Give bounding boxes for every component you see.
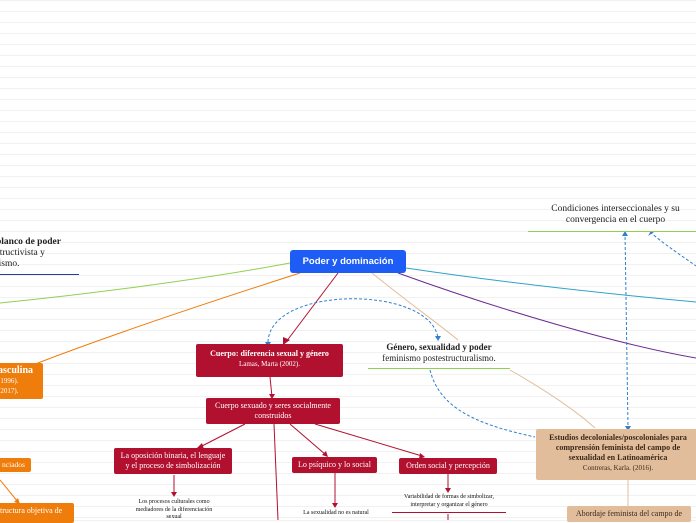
- link-sexuado-oposicion: [199, 423, 246, 448]
- condiciones-node[interactable]: Condiciones interseccionales y su conver…: [528, 204, 696, 232]
- estudios-node[interactable]: Estudios decoloniales/poscoloniales para…: [536, 429, 696, 480]
- link-central-teal: [405, 267, 696, 303]
- link-central-genero: [371, 272, 459, 341]
- link-central-cuerpo: [285, 272, 339, 343]
- cuerpo-node[interactable]: Cuerpo: diferencia sexual y género Lamas…: [196, 344, 343, 377]
- left-orange-node[interactable]: asculina (1996). (2017).: [0, 363, 43, 399]
- left-orange-line2: (2017).: [0, 387, 19, 395]
- cuerpo-author: Lamas, Marta (2002).: [238, 360, 301, 368]
- estudios-line1: Estudios decoloniales/poscoloniales para: [549, 433, 687, 442]
- left-small-orange-label: nciados: [2, 460, 25, 469]
- procesos-line1: Los procesos culturales como: [138, 499, 210, 505]
- genero-title: Género, sexualidad y poder: [386, 342, 492, 352]
- left-bottom-orange-node[interactable]: tructura objetiva de: [0, 503, 74, 523]
- variabilidad-line1: Variabilidad de formas de simbolizar,: [404, 494, 494, 500]
- link-cuerpo-sexuado: [269, 376, 273, 398]
- central-topic-node[interactable]: Poder y dominación: [290, 250, 406, 273]
- link-sexuado-orden: [314, 423, 423, 457]
- procesos-line3: sexual: [166, 514, 182, 520]
- oposicion-line1: La oposición binaria, el lenguaje: [120, 451, 226, 460]
- genero-node[interactable]: Género, sexualidad y poder feminismo pos…: [368, 342, 510, 369]
- left-top-line1: blanco de poder: [0, 237, 61, 247]
- psiquico-node[interactable]: Lo psíquico y lo social: [292, 457, 377, 473]
- procesos-line2: mediadores de la diferenciación: [135, 506, 213, 513]
- central-topic-label: Poder y dominación: [302, 256, 394, 267]
- left-bottom-orange-label: tructura objetiva de: [0, 506, 63, 515]
- procesos-node[interactable]: Los procesos culturales como mediadores …: [120, 499, 228, 522]
- oposicion-line2: y el proceso de simbolización: [125, 461, 221, 470]
- left-top-line3: lismo.: [0, 259, 20, 269]
- link-left-small-orange: [0, 479, 19, 503]
- oposicion-node[interactable]: La oposición binaria, el lenguaje y el p…: [114, 448, 232, 474]
- link-central-purple: [397, 272, 696, 359]
- left-top-node[interactable]: blanco de poder structivista y lismo.: [0, 237, 79, 275]
- link-dashed-cuerpo-genero: [267, 298, 439, 343]
- link-central-left-top: [0, 262, 291, 304]
- cuerpo-sexuado-node[interactable]: Cuerpo sexuado y seres socialmente const…: [206, 398, 340, 424]
- abordaje-label: Abordaje feminista del campo de: [575, 509, 683, 518]
- left-orange-line1: (1996).: [0, 377, 19, 385]
- variabilidad-line2: interpretar y organizar el género: [410, 501, 488, 508]
- cuerpo-sexuado-line1: Cuerpo sexuado y seres socialmente: [215, 401, 331, 410]
- orden-label: Orden social y percepción: [406, 461, 490, 470]
- condiciones-line2: convergencia en el cuerpo: [565, 215, 666, 225]
- estudios-line2: comprensión feminista del campo de: [555, 443, 681, 452]
- sexualidad-line1: La sexualidad no es natural: [303, 510, 369, 516]
- abordaje-node[interactable]: Abordaje feminista del campo de: [567, 506, 691, 522]
- genero-subtitle: feminismo postestructuralismo.: [382, 353, 496, 363]
- link-dashed-condiciones-right: [649, 231, 696, 267]
- sexualidad-node[interactable]: La sexualidad no es natural: [290, 510, 382, 518]
- link-sexuado-psiquico: [289, 423, 327, 456]
- link-sexuado-down: [273, 423, 279, 520]
- left-orange-title: asculina: [0, 365, 34, 376]
- link-dashed-genero-estudios: [429, 369, 536, 438]
- link-dashed-condiciones-estudios: [624, 231, 629, 429]
- estudios-author: Contreras, Karla. (2016).: [582, 464, 654, 472]
- orden-node[interactable]: Orden social y percepción: [399, 458, 497, 474]
- cuerpo-sexuado-line2: construidos: [254, 411, 292, 420]
- psiquico-label: Lo psíquico y lo social: [298, 460, 371, 469]
- link-genero-estudios: [509, 369, 596, 429]
- estudios-line3: sexualidad en Latinoamérica: [568, 453, 668, 462]
- variabilidad-node[interactable]: Variabilidad de formas de simbolizar, in…: [392, 494, 506, 513]
- left-top-line2: structivista y: [0, 248, 45, 258]
- left-small-orange-node[interactable]: nciados: [0, 458, 31, 472]
- condiciones-line1: Condiciones interseccionales y su: [551, 204, 680, 214]
- cuerpo-title: Cuerpo: diferencia sexual y género: [210, 349, 329, 358]
